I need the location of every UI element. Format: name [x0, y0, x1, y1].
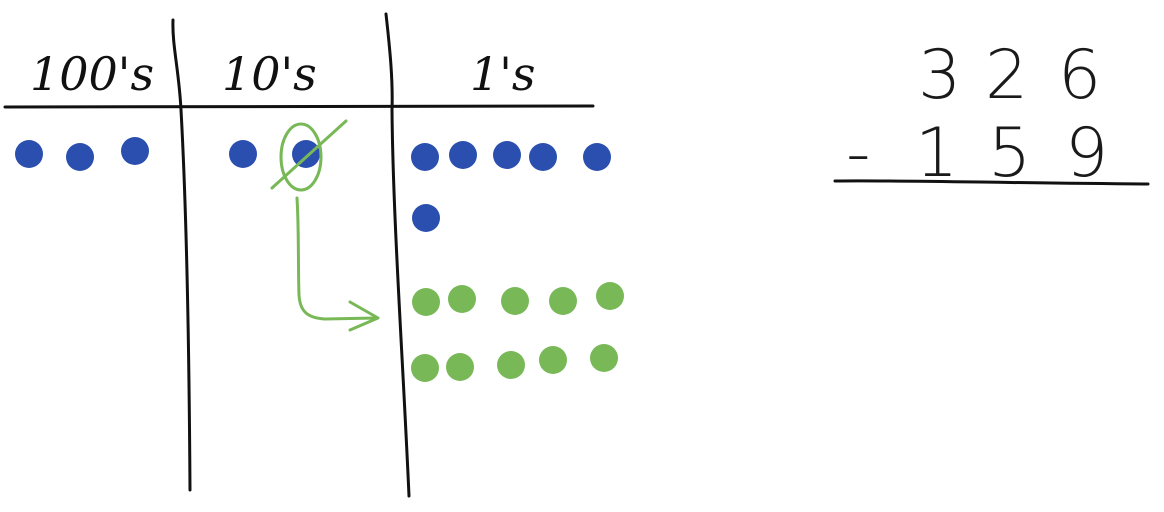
divider-hundreds-tens: [171, 18, 192, 492]
hundreds-dot: [121, 137, 149, 165]
ones-green-dots: [411, 282, 624, 382]
regrouped-ones-dot: [590, 344, 618, 372]
hundreds-dot: [66, 143, 94, 171]
ones-dot: [411, 143, 439, 171]
header-underline: [3, 104, 595, 109]
ones-blue-dots: [411, 141, 611, 232]
regrouped-ones-dot: [539, 346, 567, 374]
regroup-annotation: [270, 119, 380, 332]
regrouped-ones-dot: [448, 285, 476, 313]
top-digit-tens: 2: [985, 36, 1028, 115]
divider-tens-ones: [384, 12, 411, 498]
hundreds-dots: [15, 137, 149, 171]
header-tens: 10's: [222, 47, 317, 101]
top-digit-ones: 6: [1058, 36, 1101, 115]
tens-dot: [229, 140, 257, 168]
regroup-arrow-shaft: [295, 196, 378, 321]
ones-dot: [583, 143, 611, 171]
hundreds-dot: [15, 140, 43, 168]
header-hundreds: 100's: [30, 47, 154, 101]
regrouped-ones-dot: [501, 287, 529, 315]
tens-dots: [229, 140, 320, 168]
bottom-digit-tens: 5: [988, 114, 1031, 193]
top-digit-hundreds: 3: [918, 36, 961, 115]
regrouped-ones-dot: [412, 288, 440, 316]
ones-dot: [412, 204, 440, 232]
regroup-circle: [279, 122, 323, 192]
tens-dot: [292, 140, 320, 168]
ones-dot: [449, 141, 477, 169]
regrouped-ones-dot: [549, 287, 577, 315]
header-ones: 1's: [470, 47, 536, 101]
cross-out-slash: [270, 119, 348, 190]
ones-dot: [493, 141, 521, 169]
regroup-arrow-head: [348, 300, 380, 332]
regrouped-ones-dot: [411, 354, 439, 382]
regrouped-ones-dot: [497, 351, 525, 379]
regrouped-ones-dot: [446, 353, 474, 381]
answer-line: [833, 179, 1150, 186]
regrouped-ones-dot: [596, 282, 624, 310]
ones-dot: [529, 143, 557, 171]
bottom-digit-ones: 9: [1065, 114, 1108, 193]
